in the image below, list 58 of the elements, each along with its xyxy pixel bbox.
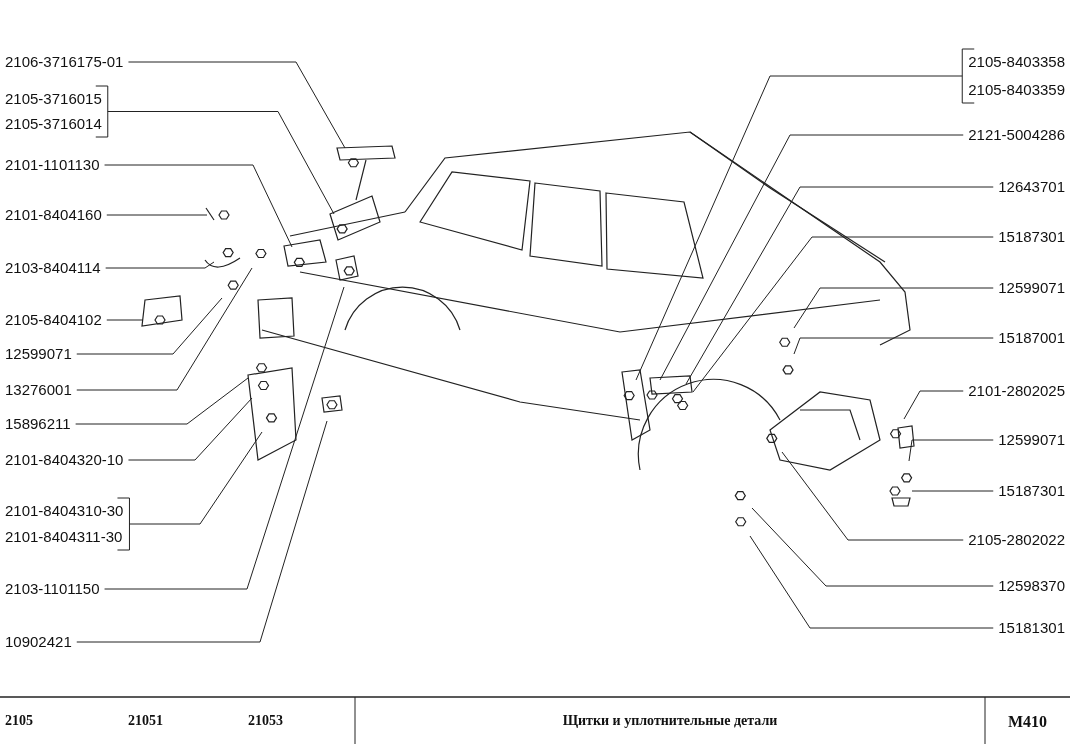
- leader-line: [106, 214, 208, 216]
- leader-line: [908, 439, 994, 462]
- leader-line: [793, 287, 994, 329]
- part-number: 2101-8404160: [5, 206, 102, 224]
- part-number: 12643701: [998, 178, 1065, 196]
- leader-line: [106, 319, 144, 321]
- part-number: 15896211: [5, 415, 71, 433]
- part-number: 2101-1101130: [5, 156, 100, 174]
- part-number: 2103-1101150: [5, 580, 100, 598]
- part-number: 2101-8404320-10: [5, 451, 124, 469]
- part-number: 2105-3716014: [5, 115, 102, 133]
- part-number: 2105-8403359: [968, 81, 1065, 99]
- leader-line: [104, 164, 293, 248]
- part-number: 2106-3716175-01: [5, 53, 124, 71]
- part-number: 2105-8404102: [5, 311, 102, 329]
- leader-line: [903, 390, 964, 420]
- part-number: 15187301: [998, 228, 1065, 246]
- part-number: 2103-8404114: [5, 259, 101, 277]
- part-number: 2105-2802022: [968, 531, 1065, 549]
- part-number: 15187001: [998, 329, 1065, 347]
- leader-line: [104, 286, 345, 590]
- sheet-code: M410: [1008, 713, 1048, 731]
- leader-line: [127, 397, 253, 461]
- leader-line: [76, 297, 223, 355]
- leader-line: [76, 420, 328, 643]
- leader-line: [127, 61, 346, 149]
- leader-line: [659, 134, 964, 381]
- leader-line: [749, 535, 994, 629]
- leader-line: [781, 451, 964, 541]
- leader-line: [635, 48, 975, 381]
- part-number: 2105-8403358: [968, 53, 1065, 71]
- part-number: 2121-5004286: [968, 126, 1065, 144]
- part-number: 2101-8404311-30: [5, 528, 123, 546]
- part-number: 12599071: [998, 431, 1065, 449]
- model-number: 21053: [248, 713, 283, 729]
- leader-line: [911, 490, 994, 492]
- leader-line: [116, 431, 263, 551]
- sheet-title: Щитки и уплотнительные детали: [561, 713, 779, 729]
- leader-line: [95, 85, 335, 215]
- leader-line: [685, 186, 994, 385]
- part-number: 2105-3716015: [5, 90, 102, 108]
- part-number: 13276001: [5, 381, 72, 399]
- leader-line: [75, 377, 249, 425]
- leader-line: [751, 507, 994, 587]
- part-number: 10902421: [5, 633, 72, 651]
- part-number: 12599071: [5, 345, 72, 363]
- leader-line: [76, 267, 253, 391]
- part-number: 15187301: [998, 482, 1065, 500]
- leader-line: [793, 337, 994, 355]
- leader-line: [105, 261, 215, 269]
- part-number: 2101-2802025: [968, 382, 1065, 400]
- part-number: 12598370: [998, 577, 1065, 595]
- leader-line: [692, 236, 994, 393]
- part-number: 2101-8404310-30: [5, 502, 124, 520]
- part-number: 15181301: [998, 619, 1065, 637]
- model-number: 21051: [128, 713, 163, 729]
- part-number: 12599071: [998, 279, 1065, 297]
- model-number: 2105: [5, 713, 33, 729]
